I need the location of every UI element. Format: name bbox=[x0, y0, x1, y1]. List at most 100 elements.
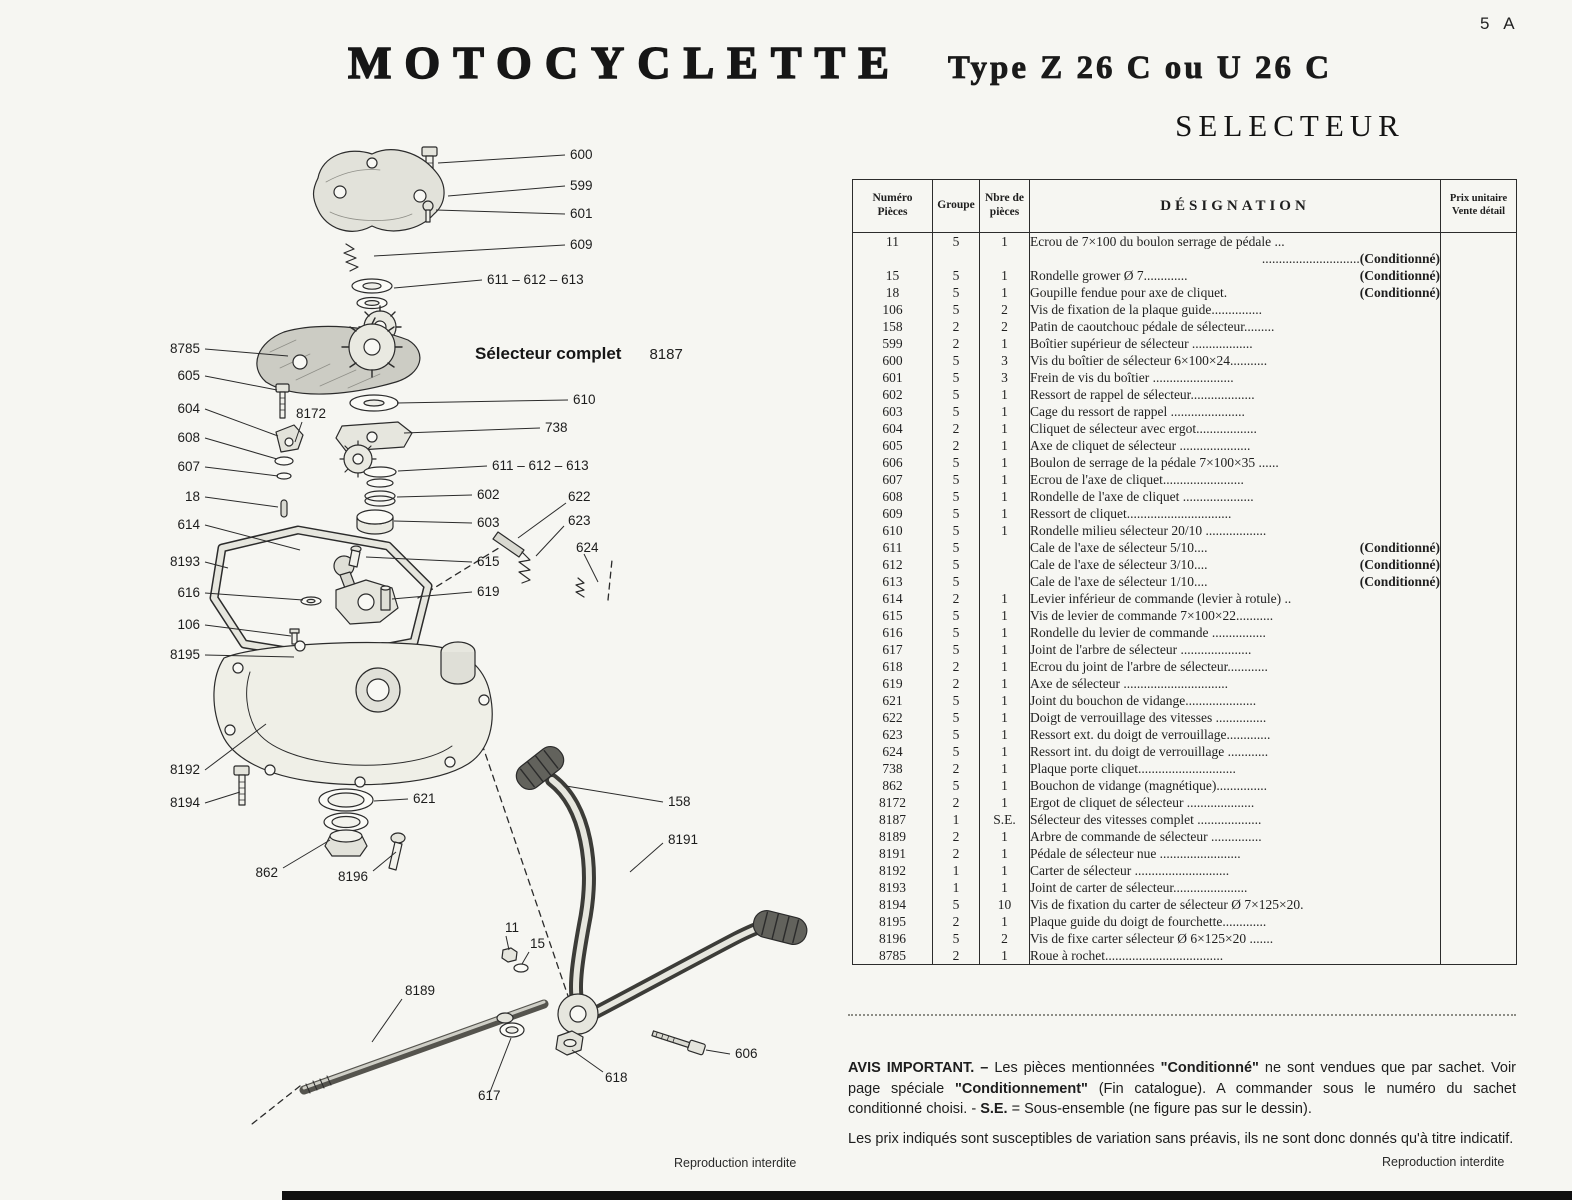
part-label: 617 bbox=[478, 1088, 501, 1103]
part-label: 8195 bbox=[169, 647, 200, 662]
part-label: 8193 bbox=[169, 554, 200, 569]
exploded-view-drawing bbox=[204, 146, 808, 1125]
col-header-groupe: Groupe bbox=[932, 179, 980, 233]
price-note: Les prix indiqués sont susceptibles de v… bbox=[848, 1130, 1514, 1147]
col-header-prix: Prix unitaire Vente détail bbox=[1440, 179, 1517, 233]
part-label: 615 bbox=[477, 554, 500, 569]
part-label: 8785 bbox=[169, 341, 200, 356]
dotted-separator bbox=[848, 1014, 1516, 1016]
table-header-row: Numéro Pièces Groupe Nbre de pièces DÉSI… bbox=[852, 179, 1517, 233]
part-label: 11 bbox=[505, 920, 520, 935]
part-label: 603 bbox=[477, 515, 500, 530]
part-label: 609 bbox=[570, 237, 593, 252]
parts-table: Numéro Pièces Groupe Nbre de pièces DÉSI… bbox=[852, 179, 1517, 965]
part-label: 8191 bbox=[668, 832, 699, 847]
part-label: 618 bbox=[605, 1070, 628, 1085]
table-row: (Conditionné)...........................… bbox=[853, 250, 1517, 267]
page-title: MOTOCYCLETTE Type Z 26 C ou U 26 C bbox=[347, 36, 1333, 89]
part-label: 621 bbox=[413, 791, 436, 806]
leader-lines bbox=[204, 154, 731, 1093]
part-label: 106 bbox=[177, 617, 200, 632]
part-label: 623 bbox=[568, 513, 591, 528]
part-label: 614 bbox=[177, 517, 200, 532]
part-label: 8196 bbox=[337, 869, 368, 884]
part-label: 8189 bbox=[405, 983, 436, 998]
part-label: 599 bbox=[570, 178, 593, 193]
title-motocyclette: MOTOCYCLETTE bbox=[347, 36, 902, 89]
important-notice: AVIS IMPORTANT. – Les pièces mentionnées… bbox=[848, 1058, 1516, 1149]
footer-right: Reproduction interdite bbox=[1382, 1155, 1505, 1169]
part-label: 608 bbox=[177, 430, 200, 445]
page-number: 5 A bbox=[1480, 14, 1520, 33]
part-label: 602 bbox=[477, 487, 500, 502]
part-label: 610 bbox=[573, 392, 596, 407]
diagram-caption-ref: 8187 bbox=[649, 346, 683, 363]
part-label: 862 bbox=[255, 865, 278, 880]
part-label: 622 bbox=[568, 489, 591, 504]
scan-edge bbox=[282, 1191, 1572, 1200]
title-type: Type Z 26 C ou U 26 C bbox=[947, 50, 1333, 87]
part-label: 18 bbox=[184, 489, 200, 504]
part-label: 606 bbox=[735, 1046, 758, 1061]
col-header-numero: Numéro Pièces bbox=[852, 179, 933, 233]
part-label: 8192 bbox=[169, 762, 200, 777]
part-label: 611 – 612 – 613 bbox=[487, 272, 584, 287]
part-label: 607 bbox=[177, 459, 200, 474]
part-label: 616 bbox=[177, 585, 200, 600]
section-title: SELECTEUR bbox=[1175, 108, 1405, 143]
part-label: 738 bbox=[545, 420, 568, 435]
footer-left: Reproduction interdite bbox=[674, 1156, 797, 1170]
part-label: 8194 bbox=[169, 795, 200, 810]
part-label: 158 bbox=[668, 794, 691, 809]
notice-paragraph: AVIS IMPORTANT. – Les pièces mentionnées… bbox=[848, 1060, 1517, 1118]
col-header-nbre: Nbre de pièces bbox=[979, 179, 1030, 233]
part-label: 601 bbox=[570, 206, 593, 221]
part-label: 619 bbox=[477, 584, 500, 599]
part-label: 604 bbox=[177, 401, 200, 416]
part-label: 8172 bbox=[296, 406, 327, 421]
part-label: 15 bbox=[530, 936, 546, 951]
